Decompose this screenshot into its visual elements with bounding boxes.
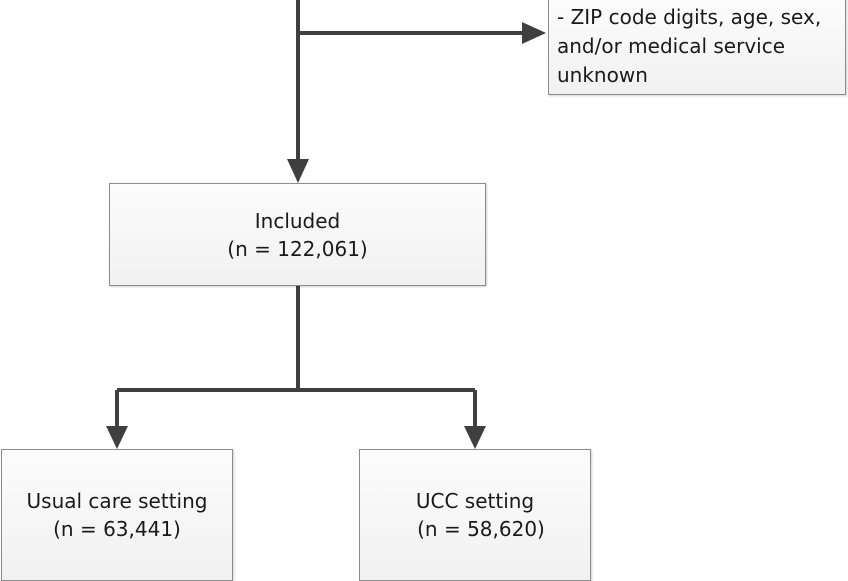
included-count: (n = 122,061) xyxy=(227,236,368,261)
usual-care-box: Usual care setting (n = 63,441) xyxy=(1,449,233,581)
usual-care-label: Usual care setting xyxy=(26,489,208,513)
arrowhead-ucc xyxy=(464,426,486,449)
exclusion-line-3: unknown xyxy=(557,63,648,87)
exclusion-line-2: and/or medical service xyxy=(557,34,786,58)
usual-care-count: (n = 63,441) xyxy=(53,517,181,541)
exclusion-criteria-box: - ZIP code digits, age, sex, and/or medi… xyxy=(548,0,846,95)
ucc-box: UCC setting (n = 58,620) xyxy=(359,449,591,581)
included-box: Included (n = 122,061) xyxy=(109,183,486,286)
arrowhead-usual-care xyxy=(106,426,128,449)
ucc-label: UCC setting xyxy=(415,489,535,513)
ucc-count: (n = 58,620) xyxy=(417,517,545,541)
exclusion-line-1: - ZIP code digits, age, sex, xyxy=(557,5,822,29)
included-label: Included xyxy=(254,208,341,233)
arrowhead-exclusion xyxy=(522,22,546,44)
arrowhead-included xyxy=(287,159,309,183)
